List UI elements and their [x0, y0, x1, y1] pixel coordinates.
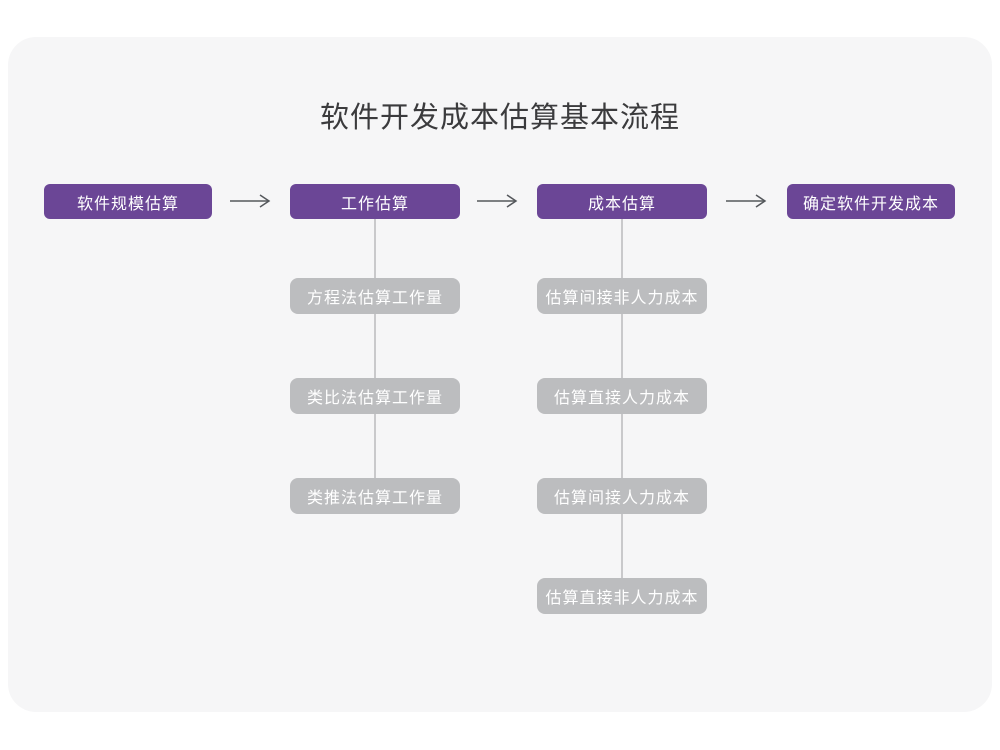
- right-arrow-icon: [477, 194, 518, 208]
- node-direct-nonlabor-cost: 估算直接非人力成本: [537, 578, 707, 614]
- node-work-estimation: 工作估算: [290, 184, 460, 219]
- node-extrapolation-method-effort: 类推法估算工作量: [290, 478, 460, 514]
- diagram-title: 软件开发成本估算基本流程: [319, 102, 680, 134]
- diagram-card: [8, 37, 992, 712]
- right-arrow-icon: [230, 194, 271, 208]
- connector-line-work-estimation: [374, 219, 376, 490]
- node-determine-software-dev-cost: 确定软件开发成本: [787, 184, 955, 219]
- node-indirect-labor-cost: 估算间接人力成本: [537, 478, 707, 514]
- node-analogy-method-effort: 类比法估算工作量: [290, 378, 460, 414]
- node-equation-method-effort: 方程法估算工作量: [290, 278, 460, 314]
- right-arrow-icon: [726, 194, 767, 208]
- node-cost-estimation: 成本估算: [537, 184, 707, 219]
- node-software-scale-estimation: 软件规模估算: [44, 184, 212, 219]
- node-indirect-nonlabor-cost: 估算间接非人力成本: [537, 278, 707, 314]
- node-direct-labor-cost: 估算直接人力成本: [537, 378, 707, 414]
